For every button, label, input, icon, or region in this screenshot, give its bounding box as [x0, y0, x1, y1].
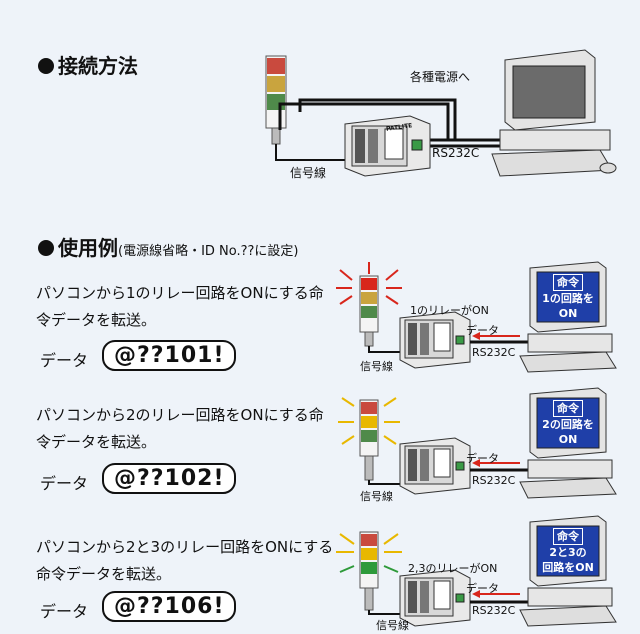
- example1-arrow-label: データ: [466, 324, 499, 337]
- example2-signal-label: 信号線: [360, 490, 393, 503]
- example1-data-label: データ: [40, 351, 89, 370]
- controller-device-main: [344, 115, 431, 177]
- section2-title: 使用例(電源線省略・ID No.??に設定): [38, 232, 299, 261]
- example3-data-label: データ: [40, 602, 89, 621]
- example2-description: パソコンから2のリレー回路をONにする命 令データを転送。: [36, 406, 324, 451]
- signal-tower-ex1: [336, 262, 402, 353]
- rs232c-label-main: RS232C: [432, 146, 480, 160]
- section1-title: 接続方法: [38, 50, 138, 79]
- power-label: 各種電源へ: [410, 70, 471, 84]
- example2-arrow-label: データ: [466, 452, 499, 465]
- example2-screen: 命令 2の回路を ON: [542, 400, 594, 446]
- example1-rs-label: RS232C: [472, 346, 516, 359]
- example3-relay-label: 2,3のリレーがON: [408, 562, 498, 575]
- computer-main: [491, 49, 617, 177]
- example2-diagram: [338, 387, 617, 499]
- example3-code: @??106!: [102, 591, 237, 622]
- example1-diagram: [336, 261, 617, 373]
- example3-arrow-label: データ: [466, 582, 499, 595]
- signal-label-main: 信号線: [290, 166, 327, 180]
- bullet-icon: [38, 58, 54, 74]
- bullet-icon: [38, 240, 54, 256]
- example3-rs-label: RS232C: [472, 604, 516, 617]
- example1-description: パソコンから1のリレー回路をONにする命 令データを転送。: [36, 284, 324, 329]
- example3-description: パソコンから2と3のリレー回路をONにする 命令データを転送。: [36, 538, 334, 583]
- example3-diagram: [336, 515, 617, 627]
- signal-tower-ex2: [338, 397, 400, 485]
- example2-data-label: データ: [40, 474, 89, 493]
- signal-tower-ex3: [336, 531, 402, 615]
- example2-code: @??102!: [102, 463, 237, 494]
- example3-screen: 命令 2と3の 回路をON: [542, 528, 594, 574]
- example2-rs-label: RS232C: [472, 474, 516, 487]
- example1-screen: 命令 1の回路を ON: [542, 274, 594, 320]
- example3-signal-label: 信号線: [376, 619, 409, 632]
- example1-relay-label: 1のリレーがON: [410, 304, 489, 317]
- example1-code: @??101!: [102, 340, 237, 371]
- example1-signal-label: 信号線: [360, 360, 393, 373]
